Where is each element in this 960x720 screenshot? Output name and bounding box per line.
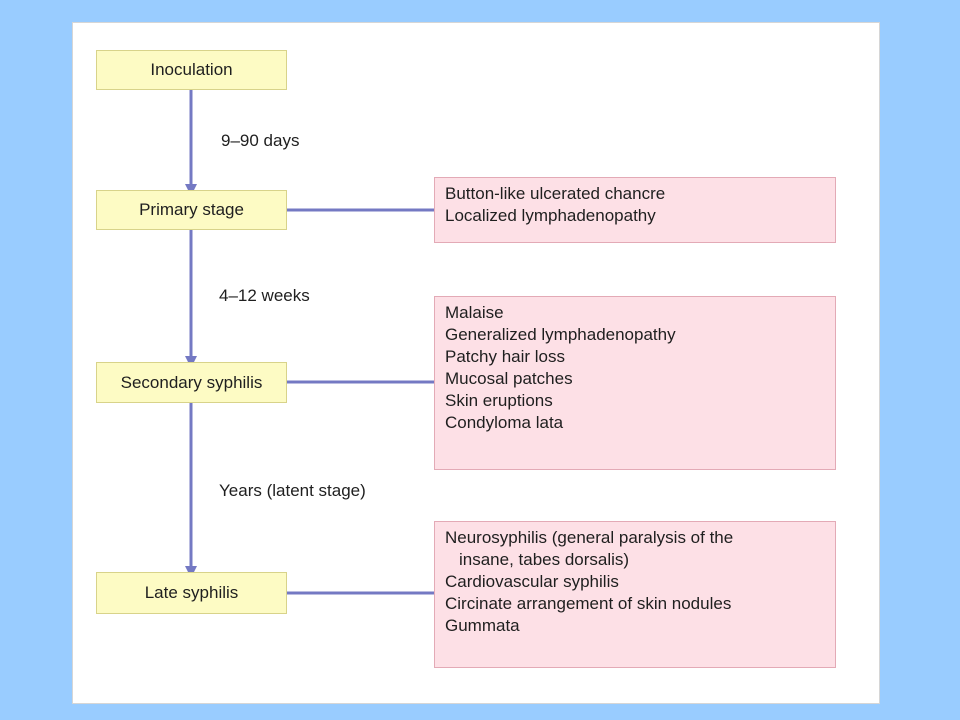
primary-manifestations: Button-like ulcerated chancre Localized …: [434, 177, 836, 243]
manifestation-item: Mucosal patches: [445, 369, 573, 388]
manifestation-item: Circinate arrangement of skin nodules: [445, 594, 732, 613]
manifestation-item-continued: insane, tabes dorsalis): [459, 550, 630, 569]
manifestation-item: Malaise: [445, 303, 504, 322]
manifestation-item: Condyloma lata: [445, 413, 564, 432]
stage-secondary: Secondary syphilis: [96, 362, 287, 403]
interval-label-2: 4–12 weeks: [219, 286, 310, 305]
manifestation-item: Neurosyphilis (general paralysis of the: [445, 528, 734, 547]
manifestation-item: Button-like ulcerated chancre: [445, 184, 666, 203]
interval-label-1: 9–90 days: [221, 131, 300, 150]
manifestation-item: Localized lymphadenopathy: [445, 206, 656, 225]
manifestation-item: Skin eruptions: [445, 391, 553, 410]
stage-primary: Primary stage: [96, 190, 287, 230]
manifestation-item: Patchy hair loss: [445, 347, 565, 366]
secondary-manifestations: Malaise Generalized lymphadenopathy Patc…: [434, 296, 836, 470]
manifestation-item: Cardiovascular syphilis: [445, 572, 619, 591]
stage-late: Late syphilis: [96, 572, 287, 614]
late-manifestations: Neurosyphilis (general paralysis of the …: [434, 521, 836, 668]
interval-label-3: Years (latent stage): [219, 481, 366, 500]
stage-inoculation: Inoculation: [96, 50, 287, 90]
manifestation-item: Gummata: [445, 616, 520, 635]
manifestation-item: Generalized lymphadenopathy: [445, 325, 676, 344]
